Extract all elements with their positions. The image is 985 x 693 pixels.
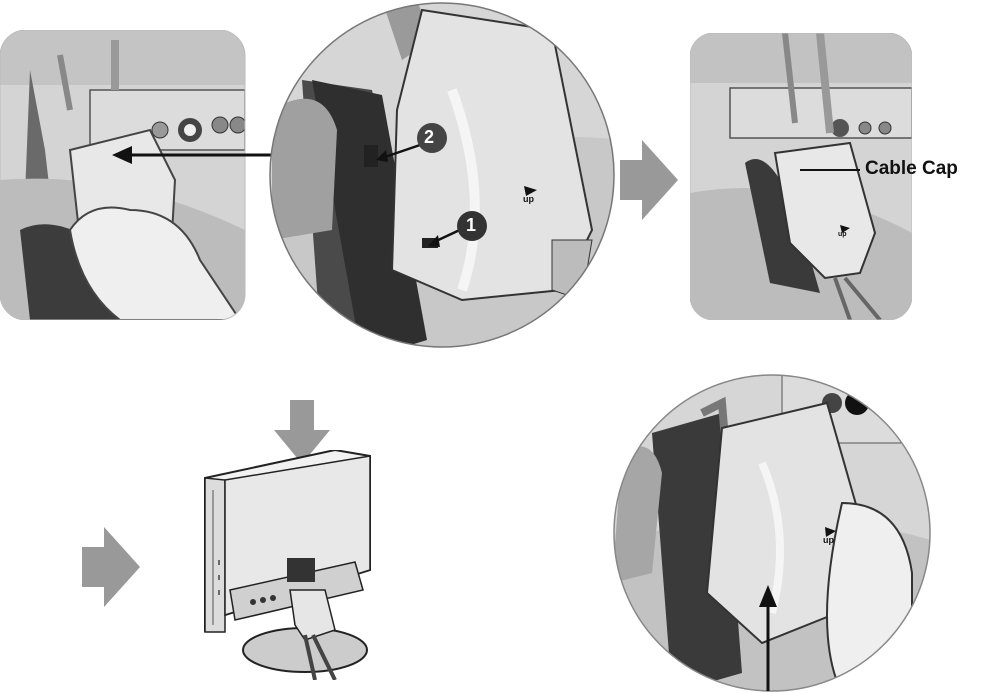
illustration-hand-pushing-cap-circle: up — [612, 373, 942, 693]
cable-cap-leader-line — [800, 168, 860, 172]
cable-cap-label: Cable Cap — [865, 158, 958, 180]
illustration-hand-placing-cap — [0, 30, 270, 320]
illustration-cap-closeup-circle: 2 1 up — [262, 0, 622, 360]
step-arrow-right-icon — [82, 527, 142, 607]
marker-2-label: 2 — [424, 127, 434, 148]
up-label: up — [823, 535, 834, 545]
up-label: up — [523, 194, 534, 204]
illustration-monitor-rear-view — [195, 450, 375, 680]
marker-1-label: 1 — [466, 215, 476, 236]
up-label: up — [838, 231, 847, 238]
direction-arrow-left-icon — [112, 142, 282, 168]
step-arrow-right-icon — [620, 140, 680, 220]
